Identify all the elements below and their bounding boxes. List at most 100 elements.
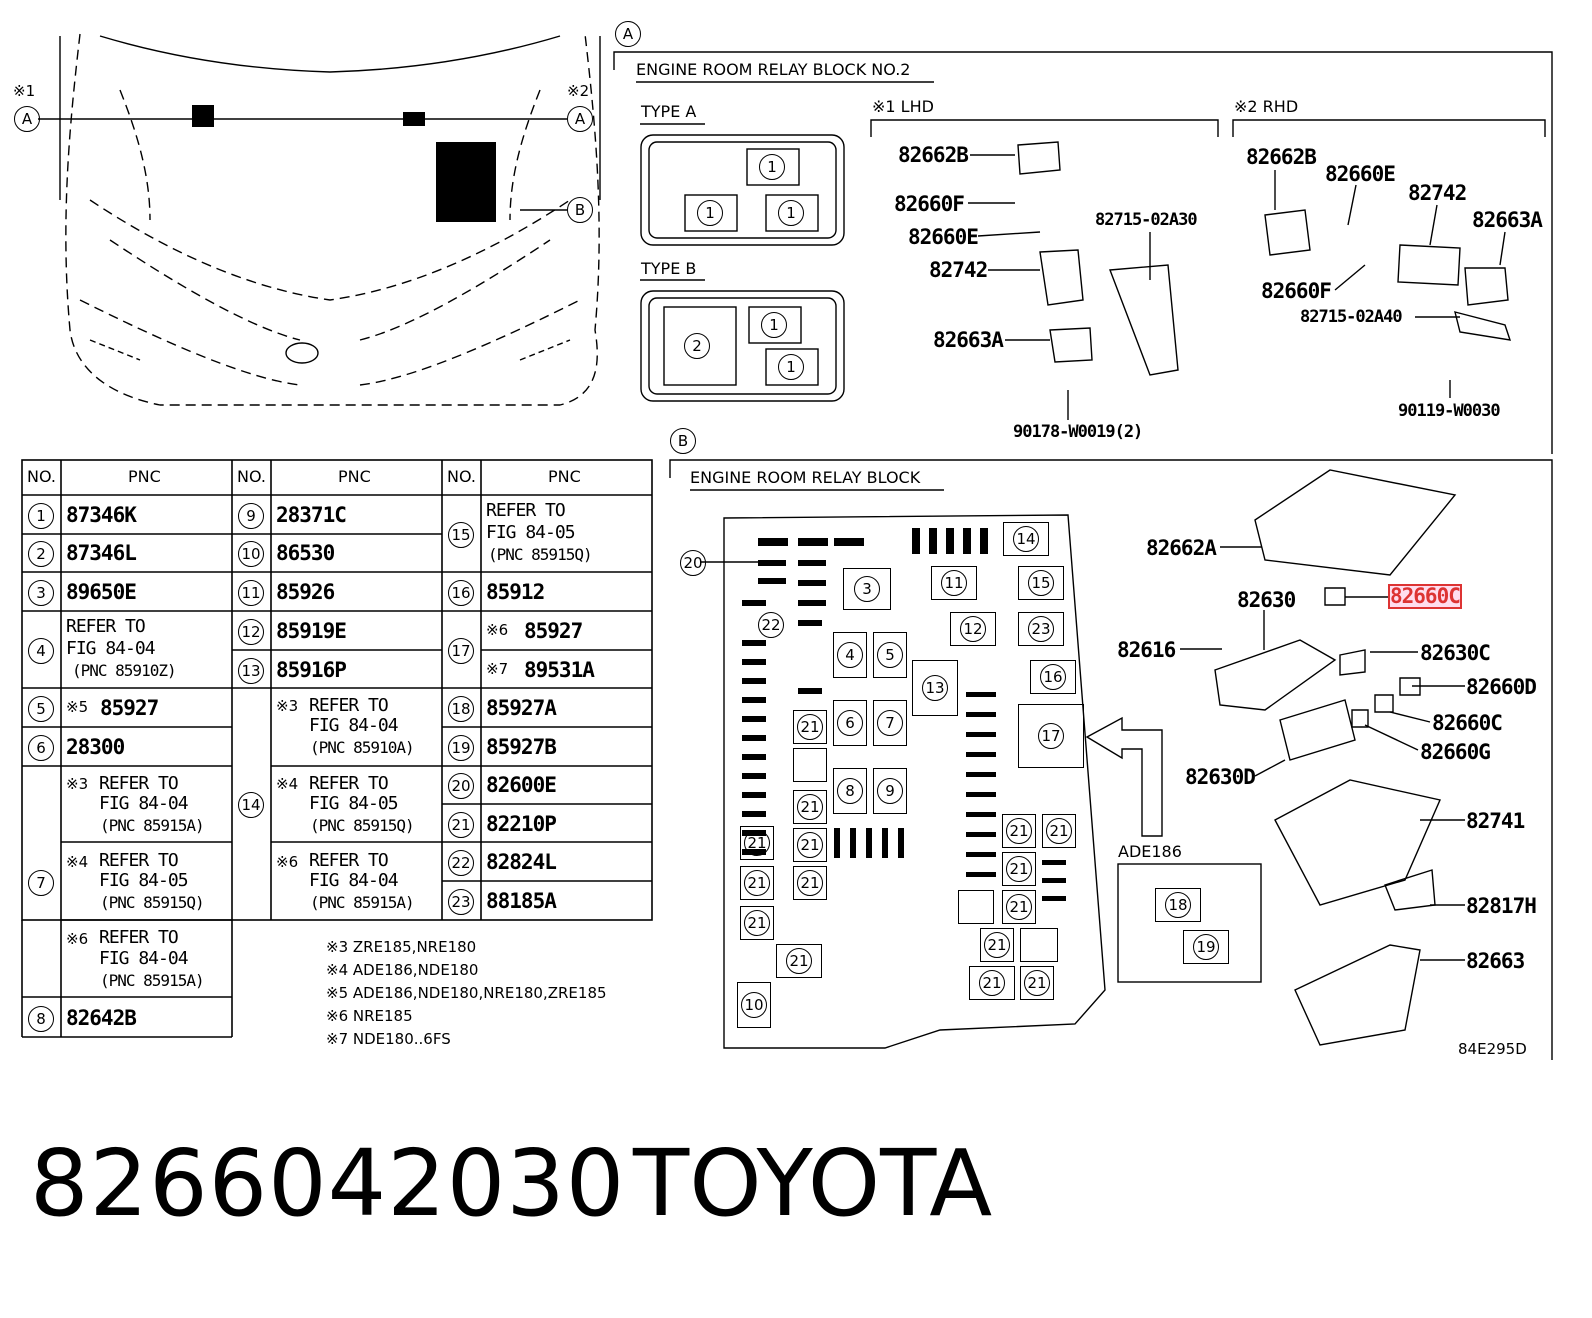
pnc-value: 85926 bbox=[276, 580, 335, 604]
type-b-cell: 2 bbox=[684, 333, 710, 359]
type-a-cell: 1 bbox=[697, 200, 723, 226]
refer-text: REFER TO bbox=[99, 927, 179, 948]
relay-cell: 12 bbox=[950, 612, 996, 646]
refer-pnc: (PNC 85910A) bbox=[310, 738, 415, 757]
fuse-mark bbox=[1042, 878, 1066, 883]
fuse-mark bbox=[966, 712, 996, 717]
part-label[interactable]: 82817H bbox=[1466, 894, 1537, 918]
section-b-title: ENGINE ROOM RELAY BLOCK bbox=[690, 468, 921, 487]
part-label[interactable]: 82742 bbox=[1408, 181, 1467, 205]
table-header-no: NO. bbox=[27, 467, 56, 486]
relay-cell-number: 14 bbox=[1013, 526, 1039, 552]
highlighted-part-label[interactable]: 82660C bbox=[1388, 584, 1462, 609]
part-label[interactable]: 82660E bbox=[1325, 162, 1396, 186]
part-label[interactable]: 82663A bbox=[1472, 208, 1543, 232]
part-label[interactable]: 82660G bbox=[1420, 740, 1491, 764]
pnc-value: 85927B bbox=[486, 735, 557, 759]
relay-cell-number: 21 bbox=[744, 830, 770, 856]
part-label[interactable]: 82662B bbox=[898, 143, 969, 167]
part-label[interactable]: 82630 bbox=[1237, 588, 1296, 612]
note-mark: ※5 bbox=[66, 698, 89, 716]
pnc-value: 87346L bbox=[66, 541, 137, 565]
part-label[interactable]: 82616 bbox=[1117, 638, 1176, 662]
part-label[interactable]: 82663 bbox=[1466, 949, 1525, 973]
lhd-label: ※1 LHD bbox=[872, 97, 934, 116]
part-label[interactable]: 82741 bbox=[1466, 809, 1525, 833]
fuse-mark bbox=[966, 772, 996, 777]
relay-cell: 17 bbox=[1018, 704, 1084, 768]
refer-text: REFER TO bbox=[309, 850, 389, 871]
relay-cell-number: 20 bbox=[680, 550, 706, 576]
fuse-mark bbox=[742, 600, 766, 606]
relay-cell: 19 bbox=[1183, 930, 1229, 964]
relay-cell: 21 bbox=[1002, 814, 1036, 848]
pnc-value: 82600E bbox=[486, 773, 557, 797]
fuse-mark bbox=[966, 872, 996, 877]
relay-cell-number: 12 bbox=[960, 616, 986, 642]
part-label[interactable]: 82660E bbox=[908, 225, 979, 249]
part-label[interactable]: 82660D bbox=[1466, 675, 1537, 699]
part-label[interactable]: 82662B bbox=[1246, 145, 1317, 169]
row-number: 19 bbox=[448, 735, 474, 761]
row-number: 13 bbox=[238, 658, 264, 684]
refer-pnc: (PNC 85915Q) bbox=[100, 893, 205, 912]
part-label[interactable]: 82660C bbox=[1432, 711, 1503, 735]
relay-cell: 21 bbox=[793, 866, 827, 900]
type-a-cell: 1 bbox=[778, 200, 804, 226]
part-label[interactable]: 82742 bbox=[929, 258, 988, 282]
relay-cell: 13 bbox=[912, 660, 958, 716]
fuse-mark bbox=[966, 792, 996, 797]
relay-cell-number: 5 bbox=[877, 642, 903, 668]
relay-cell: 21 bbox=[740, 826, 774, 860]
relay-cell: 18 bbox=[1155, 888, 1201, 922]
relay-empty-slot bbox=[958, 890, 994, 924]
fuse-mark bbox=[966, 812, 996, 817]
part-label[interactable]: 82662A bbox=[1146, 536, 1217, 560]
row-number: 16 bbox=[448, 580, 474, 606]
relay-cell-number: 21 bbox=[1006, 818, 1032, 844]
refer-text: FIG 84-05 bbox=[486, 522, 576, 543]
relay-cell: 9 bbox=[873, 768, 907, 814]
footnote: ※6 NRE185 bbox=[326, 1007, 413, 1025]
relay-cell: 21 bbox=[1002, 890, 1036, 924]
relay-cell: 21 bbox=[1042, 814, 1076, 848]
relay-cell-number: 21 bbox=[984, 932, 1010, 958]
table-header-pnc: PNC bbox=[548, 467, 581, 486]
pnc-value: 89650E bbox=[66, 580, 137, 604]
part-label[interactable]: 82715-02A40 bbox=[1300, 307, 1403, 327]
fuse-mark bbox=[742, 640, 766, 646]
relay-cell: 21 bbox=[793, 710, 827, 744]
part-label[interactable]: 82630C bbox=[1420, 641, 1491, 665]
relay-cell: 22 bbox=[758, 612, 784, 638]
part-number: 8266042030 bbox=[30, 1130, 626, 1237]
refer-text: FIG 84-04 bbox=[66, 638, 156, 659]
part-label[interactable]: 82660F bbox=[894, 192, 965, 216]
fuse-mark bbox=[798, 688, 822, 694]
relay-cell-number: 11 bbox=[941, 570, 967, 596]
fuse-mark bbox=[1042, 860, 1066, 865]
refer-pnc: (PNC 85915A) bbox=[310, 893, 415, 912]
relay-cell-number: 21 bbox=[744, 910, 770, 936]
row-number: 6 bbox=[28, 735, 54, 761]
relay-cell: 21 bbox=[1020, 966, 1054, 1000]
relay-cell-number: 3 bbox=[854, 576, 880, 602]
part-label[interactable]: 82663A bbox=[933, 328, 1004, 352]
refer-text: FIG 84-04 bbox=[309, 870, 399, 891]
pnc-value: 86530 bbox=[276, 541, 335, 565]
part-label[interactable]: 90119-W0030 bbox=[1398, 401, 1501, 421]
part-label[interactable]: 82630D bbox=[1185, 765, 1256, 789]
relay-cell-number: 9 bbox=[877, 778, 903, 804]
row-number: 8 bbox=[28, 1006, 54, 1032]
row-number: 2 bbox=[28, 541, 54, 567]
relay-cell: 21 bbox=[740, 906, 774, 940]
refer-text: REFER TO bbox=[309, 695, 389, 716]
fuse-mark bbox=[742, 659, 766, 665]
part-label[interactable]: 82660F bbox=[1261, 279, 1332, 303]
brand-name: TOYOTA bbox=[633, 1130, 993, 1237]
footnote: ※7 NDE180..6FS bbox=[326, 1030, 451, 1048]
table-header-pnc: PNC bbox=[338, 467, 371, 486]
part-label[interactable]: 90178-W0019(2) bbox=[1013, 422, 1143, 442]
refer-pnc: (PNC 85915Q) bbox=[488, 545, 593, 564]
relay-cell-number: 8 bbox=[837, 778, 863, 804]
part-label[interactable]: 82715-02A30 bbox=[1095, 210, 1198, 230]
